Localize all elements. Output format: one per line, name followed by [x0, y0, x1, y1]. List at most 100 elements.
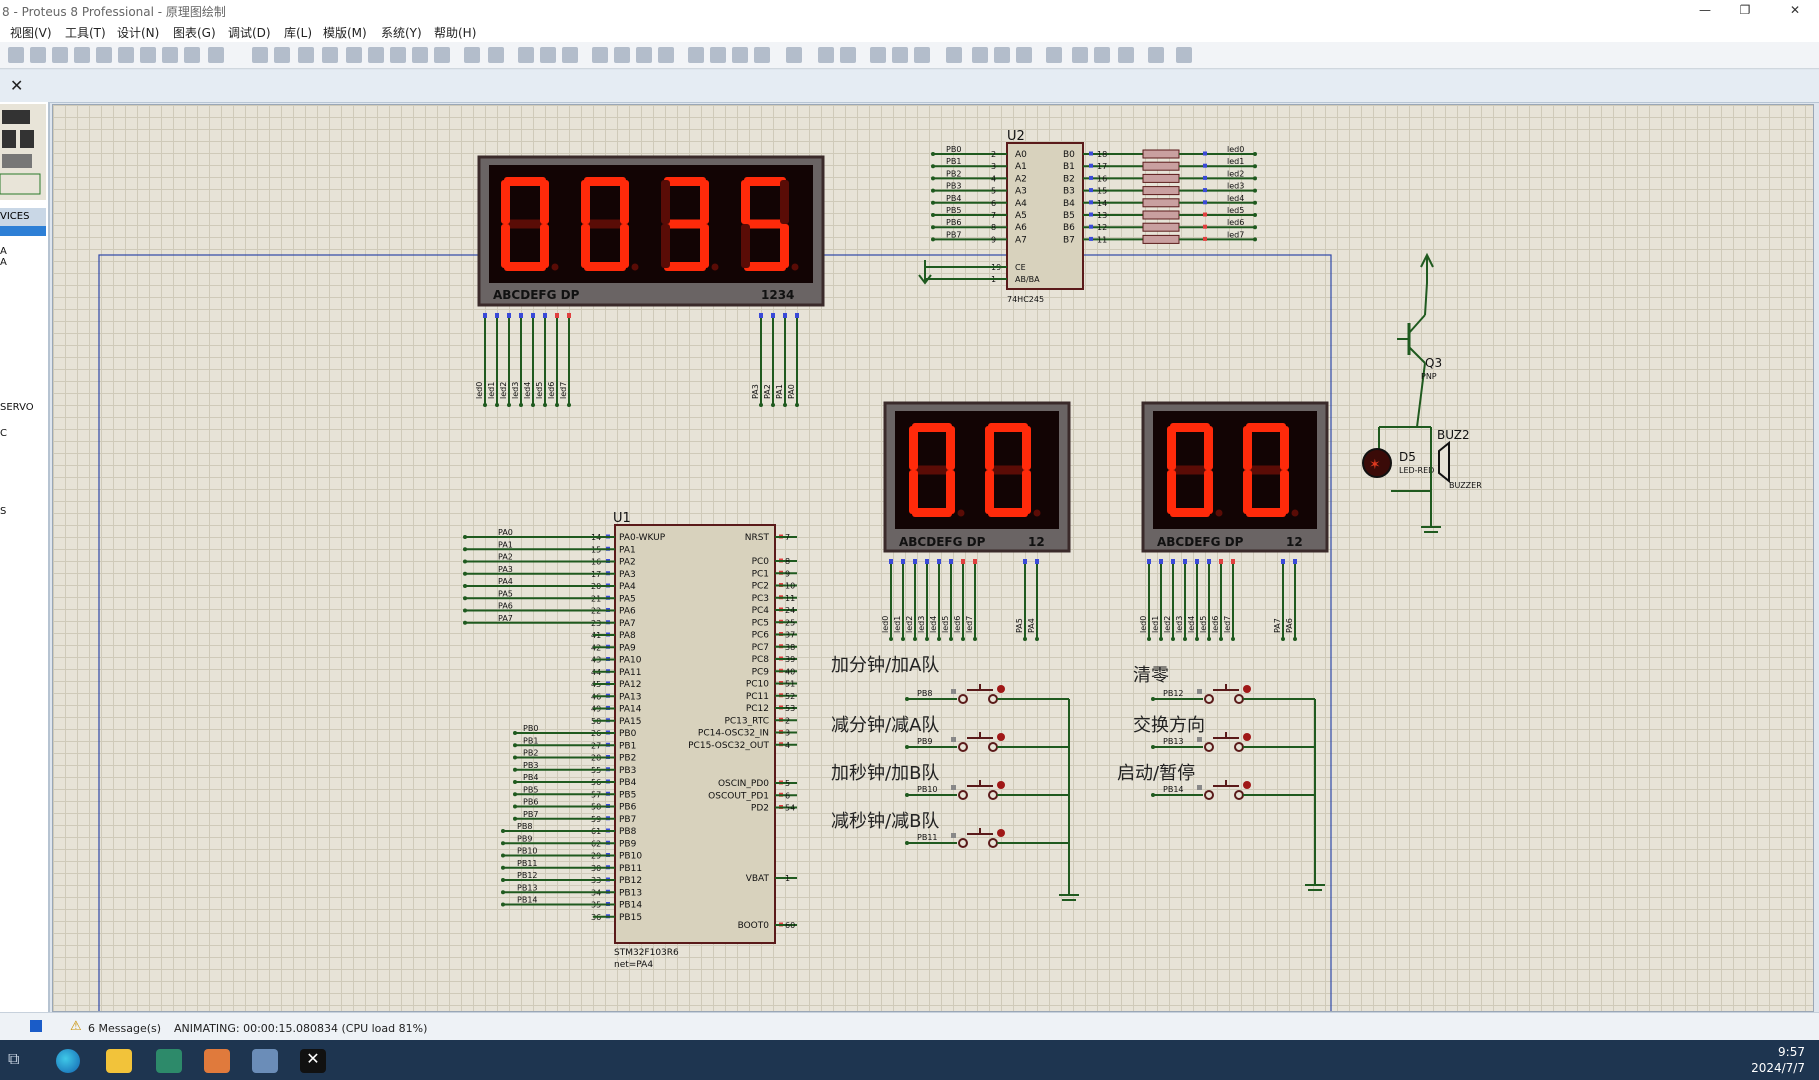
toolbar-tool-icon[interactable]	[464, 47, 480, 63]
toolbar-tool-icon[interactable]	[732, 47, 748, 63]
toolbar-tool-icon[interactable]	[818, 47, 834, 63]
toolbar-tool-icon[interactable]	[518, 47, 534, 63]
device-item[interactable]: A	[0, 257, 7, 268]
toolbar-tool-icon[interactable]	[140, 47, 156, 63]
toolbar-tool-icon[interactable]	[322, 47, 338, 63]
toolbar-tool-icon[interactable]	[274, 47, 290, 63]
wechat-icon[interactable]	[156, 1049, 182, 1073]
menu-template[interactable]: 模版(M)	[323, 26, 367, 40]
toolbar-tool-icon[interactable]	[52, 47, 68, 63]
toolbar-tool-icon[interactable]	[8, 47, 24, 63]
resistor[interactable]	[1142, 198, 1180, 208]
toolbar-tool-icon[interactable]	[118, 47, 134, 63]
toolbar-tool-icon[interactable]	[614, 47, 630, 63]
toolbar-tool-icon[interactable]	[434, 47, 450, 63]
toolbar-tool-icon[interactable]	[636, 47, 652, 63]
toolbar-tool-icon[interactable]	[390, 47, 406, 63]
menu-tools[interactable]: 工具(T)	[65, 26, 106, 40]
toolbar-tool-icon[interactable]	[972, 47, 988, 63]
toolbar-tool-icon[interactable]	[1176, 47, 1192, 63]
close-icon[interactable]: ✕	[10, 76, 24, 95]
device-item[interactable]: A	[0, 246, 7, 257]
toolbar-tool-icon[interactable]	[1046, 47, 1062, 63]
menu-graph[interactable]: 图表(G)	[173, 26, 216, 40]
team-a-seven-seg-display[interactable]: ABCDEFG DP 12	[883, 401, 1071, 553]
messages-count[interactable]: 6 Message(s)	[88, 1022, 162, 1035]
toolbar-tool-icon[interactable]	[840, 47, 856, 63]
selected-device-row[interactable]	[0, 226, 46, 236]
resistor[interactable]	[1142, 222, 1180, 232]
resistor[interactable]	[1142, 186, 1180, 196]
toolbar-tool-icon[interactable]	[562, 47, 578, 63]
toolbar-tool-icon[interactable]	[540, 47, 556, 63]
toolbar-tool-icon[interactable]	[710, 47, 726, 63]
toolbar-tool-icon[interactable]	[946, 47, 962, 63]
menu-design[interactable]: 设计(N)	[117, 26, 160, 40]
toolbar-tool-icon[interactable]	[96, 47, 112, 63]
toolbar-tool-icon[interactable]	[184, 47, 200, 63]
menu-system[interactable]: 系统(Y)	[381, 26, 422, 40]
toolbar-tool-icon[interactable]	[1016, 47, 1032, 63]
u1-stm32[interactable]: U1 STM32F103R6 net=PA4 PA0-WKUP14PA0PA11…	[463, 511, 797, 970]
resistor[interactable]	[1142, 173, 1180, 183]
toolbar-tool-icon[interactable]	[162, 47, 178, 63]
close-button[interactable]: ✕	[1789, 3, 1801, 17]
slides-app-icon[interactable]	[204, 1049, 230, 1073]
toolbar-tool-icon[interactable]	[74, 47, 90, 63]
toolbar-tool-icon[interactable]	[346, 47, 362, 63]
main-seven-seg-display[interactable]: ABCDEFG DP 1234	[477, 155, 825, 307]
device-item[interactable]: C	[0, 428, 7, 439]
resistor[interactable]	[1142, 161, 1180, 171]
toolbar-tool-icon[interactable]	[1148, 47, 1164, 63]
menu-debug[interactable]: 调试(D)	[228, 26, 271, 40]
buzzer-driver-circuit[interactable]: Q3 PNP ✶ D5 LED-RED BUZ2 BUZZER	[1362, 252, 1482, 533]
toolbar-tool-icon[interactable]	[1094, 47, 1110, 63]
toolbar-tool-icon[interactable]	[368, 47, 384, 63]
device-item[interactable]: SERVO	[0, 402, 34, 413]
overview-thumbnail[interactable]	[0, 104, 46, 200]
task-view-icon[interactable]: ⧉	[8, 1049, 20, 1068]
toolbar-tool-icon[interactable]	[252, 47, 268, 63]
toolbar-tool-icon[interactable]	[994, 47, 1010, 63]
toolbar-tool-icon[interactable]	[1072, 47, 1088, 63]
toolbar-tool-icon[interactable]	[30, 47, 46, 63]
toolbar-tool-icon[interactable]	[914, 47, 930, 63]
minimize-button[interactable]: —	[1699, 3, 1711, 17]
toolbar-tool-icon[interactable]	[592, 47, 608, 63]
device-item[interactable]: S	[0, 506, 7, 517]
toolbar-tool-icon[interactable]	[688, 47, 704, 63]
toolbar-tool-icon[interactable]	[488, 47, 504, 63]
toolbar-tool-icon[interactable]	[870, 47, 886, 63]
proteus-app-icon[interactable]	[252, 1049, 278, 1073]
toolbar-tool-icon[interactable]	[208, 47, 224, 63]
capcut-icon[interactable]: ✕	[300, 1049, 326, 1073]
menu-help[interactable]: 帮助(H)	[434, 26, 477, 40]
team-b-seven-seg-display[interactable]: ABCDEFG DP 12	[1141, 401, 1329, 553]
toolbar-tool-icon[interactable]	[754, 47, 770, 63]
toolbar-tool-icon[interactable]	[658, 47, 674, 63]
toolbar-tool-icon[interactable]	[412, 47, 428, 63]
maximize-button[interactable]: ❐	[1739, 3, 1751, 17]
stop-simulation-button[interactable]	[30, 1020, 42, 1032]
toolbar-tool-icon[interactable]	[892, 47, 908, 63]
resistor[interactable]	[1142, 210, 1180, 220]
resistor[interactable]	[1142, 234, 1180, 244]
resistor[interactable]	[1142, 149, 1180, 159]
toolbar-tool-icon[interactable]	[1118, 47, 1134, 63]
toolbar-tool-icon[interactable]	[298, 47, 314, 63]
menu-view[interactable]: 视图(V)	[10, 26, 52, 40]
menu-library[interactable]: 库(L)	[284, 26, 313, 40]
file-explorer-icon[interactable]	[106, 1049, 132, 1073]
toolbar-tool-icon[interactable]	[786, 47, 802, 63]
edge-browser-icon[interactable]	[56, 1049, 80, 1073]
system-clock[interactable]: 9:57 2024/7/7	[1751, 1044, 1805, 1076]
